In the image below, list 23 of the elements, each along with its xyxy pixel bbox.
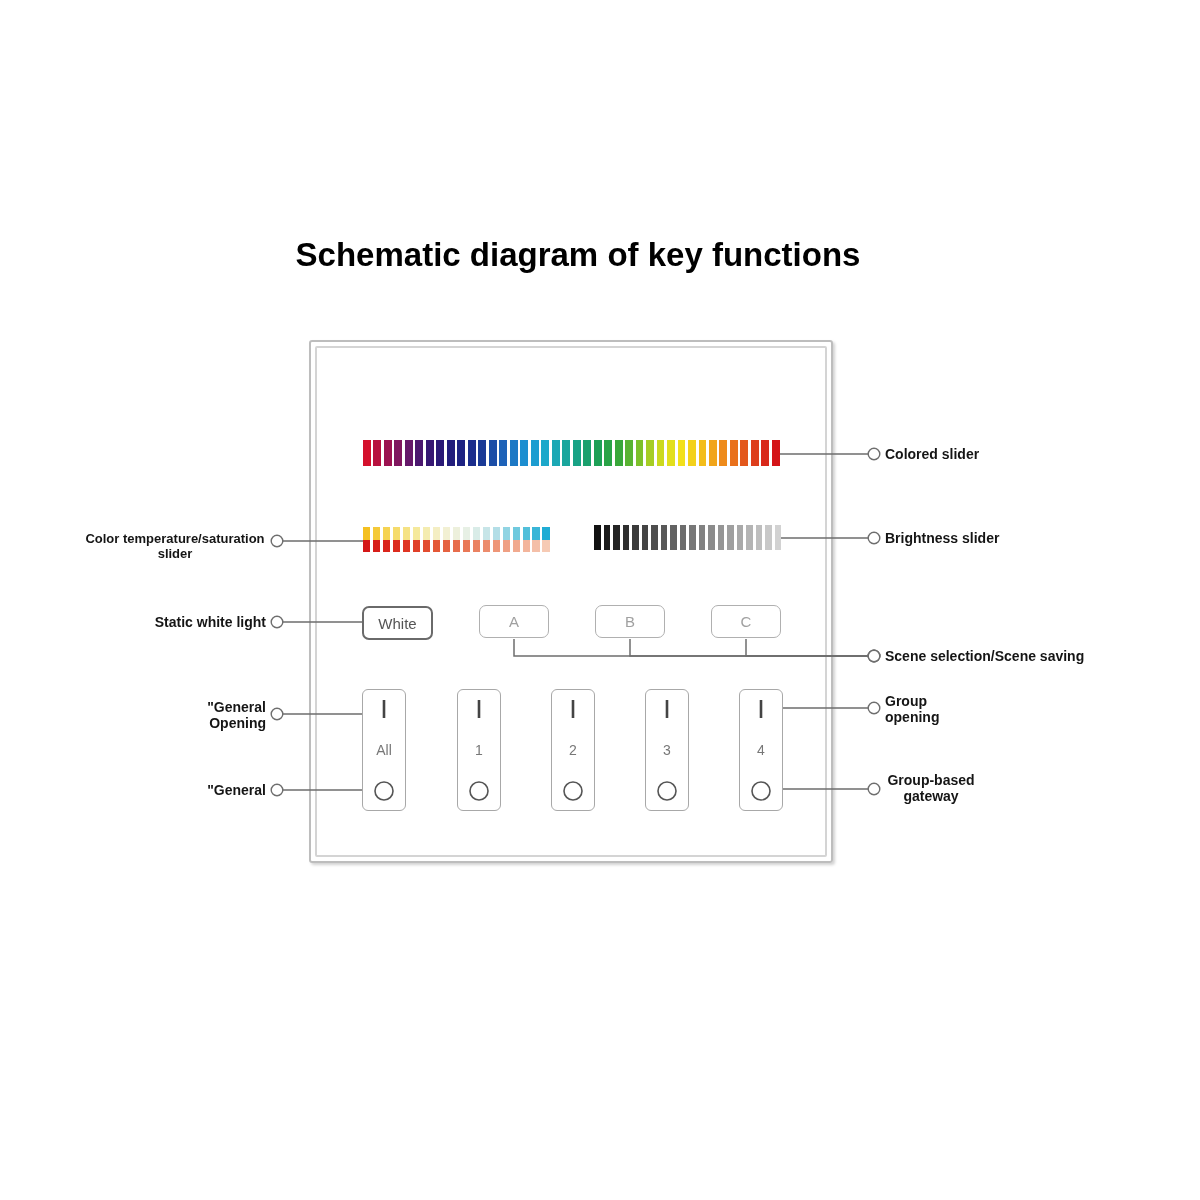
title: Schematic diagram of key functions [295,236,861,274]
callout-label: "General [207,782,266,798]
scene-button: A [479,605,549,638]
group-key: 1 [457,689,501,811]
color-temperature-slider [363,527,550,552]
group-key: 2 [551,689,595,811]
callout-label: Scene selection/Scene saving [885,648,1085,664]
scene-button: C [711,605,781,638]
light-mode-button: White [362,606,433,640]
group-key: 4 [739,689,783,811]
callout-label: Colored slider [885,446,980,462]
callout-label: Group opening [885,693,945,725]
brightness-slider [594,525,781,550]
callout-label: Static white light [154,614,266,630]
callout-label: Group-based gateway [885,772,977,804]
wall-panel [309,340,833,863]
callout-label: Brightness slider [885,530,1000,546]
hue-slider [363,440,780,466]
callout-label: "General Opening [204,699,266,731]
scene-button: B [595,605,665,638]
callout-label: Color temperature/saturation slider [84,531,266,561]
group-key: All [362,689,406,811]
group-key: 3 [645,689,689,811]
